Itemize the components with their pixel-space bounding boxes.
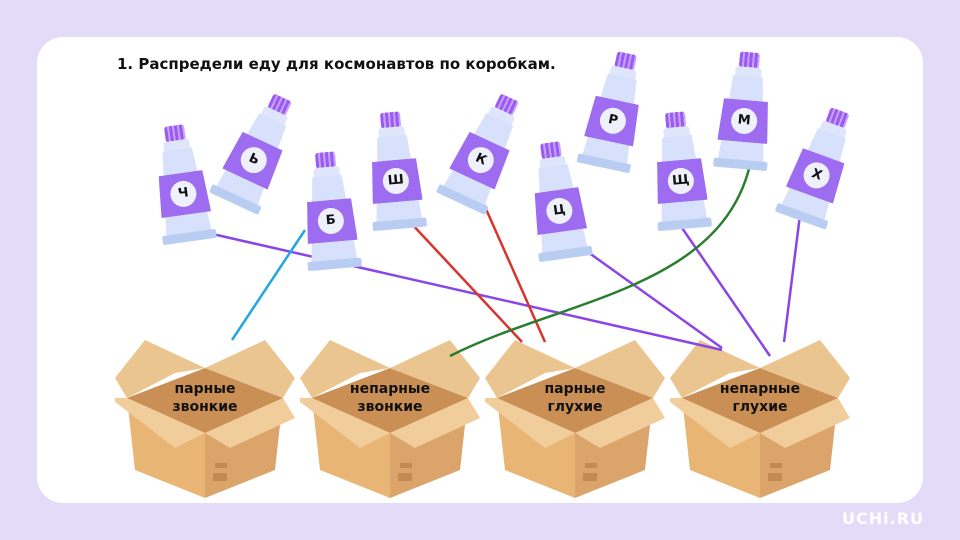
sorting-box[interactable]: парные глухие [485, 338, 665, 498]
task-title: 1. Распредели еду для космонавтов по кор… [117, 55, 556, 73]
sorting-box[interactable]: непарные глухие [670, 338, 850, 498]
box-label-line1: непарные [349, 381, 431, 397]
line-ts-to-unpaired-voiceless [584, 248, 723, 350]
box-label-line2: звонкие [357, 399, 423, 415]
food-tube[interactable]: М [713, 50, 777, 172]
line-k-to-paired-voiceless [480, 199, 547, 343]
uchi-logo: UCHi.RU [842, 509, 924, 528]
box-label-line1: непарные [719, 381, 801, 397]
box-label-line2: звонкие [172, 399, 238, 415]
line-ch-to-unpaired-voiceless [194, 228, 723, 352]
food-tube[interactable]: Б [298, 150, 362, 272]
line-sh-to-paired-voiceless [409, 221, 523, 343]
sorting-box[interactable]: парные звонкие [115, 338, 295, 498]
line-m-to-unpaired-voiced [449, 164, 752, 358]
food-tube[interactable]: Щ [648, 110, 712, 232]
line-kh-to-unpaired-voiceless [782, 214, 802, 343]
box-label: парные глухие [485, 380, 665, 416]
box-label-line1: парные [544, 381, 606, 397]
box-label-line1: парные [174, 381, 236, 397]
box-label: парные звонкие [115, 380, 295, 416]
box-label: непарные звонкие [300, 380, 480, 416]
food-tube[interactable]: Ш [363, 110, 427, 232]
box-label: непарные глухие [670, 380, 850, 416]
box-label-line2: глухие [732, 399, 788, 415]
line-b-to-paired-voiced [230, 229, 307, 341]
line-shch-to-unpaired-voiceless [678, 224, 772, 357]
box-label-line2: глухие [547, 399, 603, 415]
sorting-box[interactable]: непарные звонкие [300, 338, 480, 498]
